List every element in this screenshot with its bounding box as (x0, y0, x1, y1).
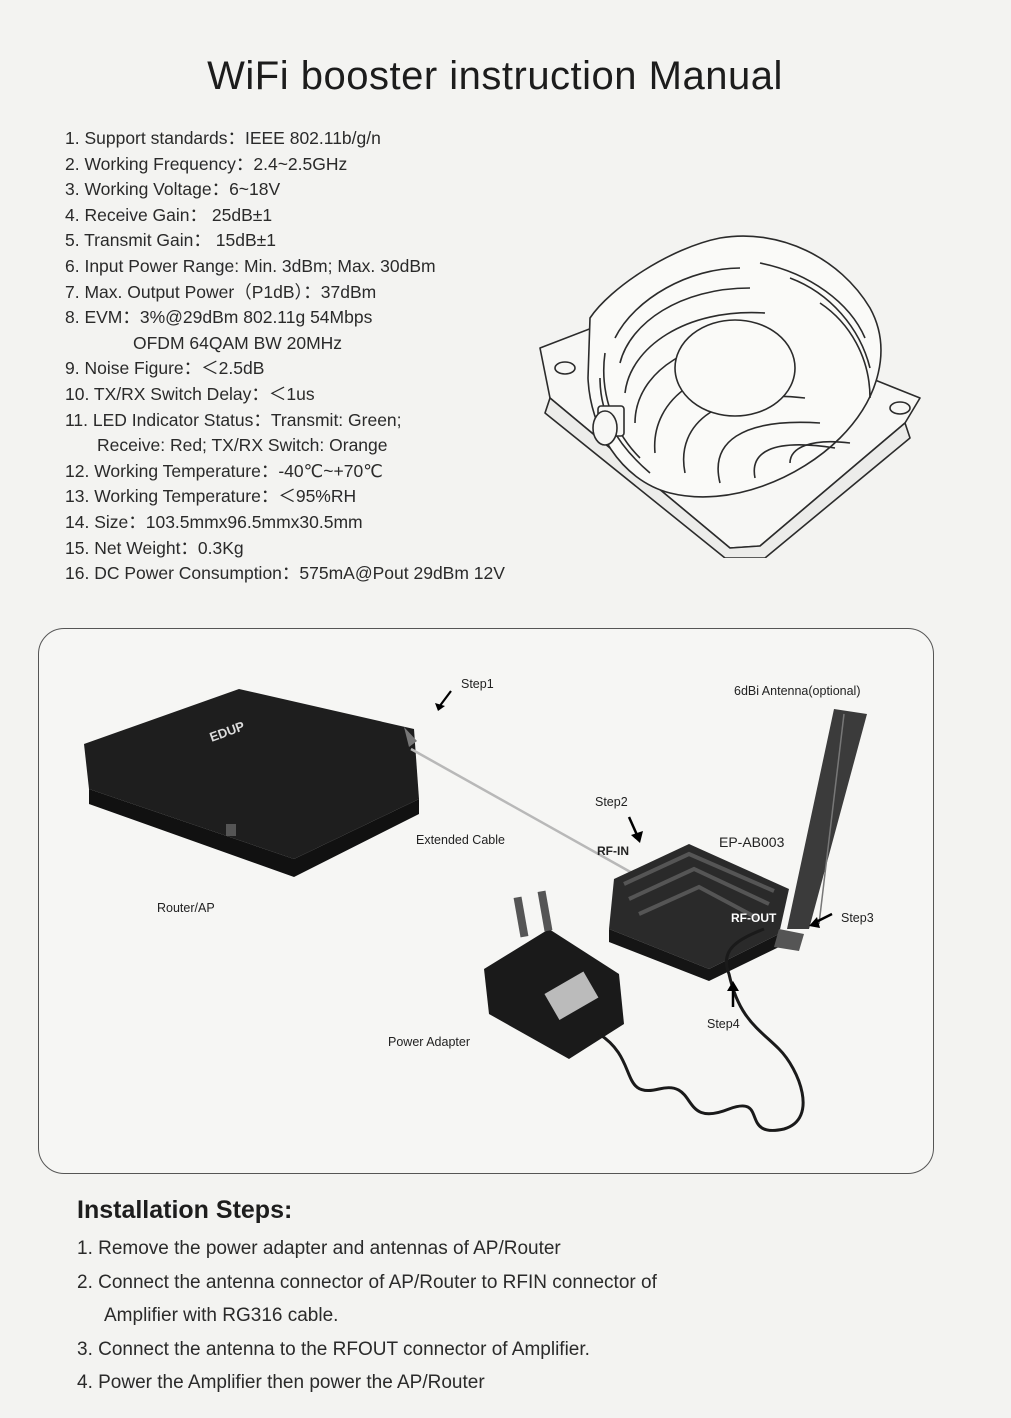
installation-title: Installation Steps: (77, 1196, 293, 1224)
installation-step: 4. Power the Amplifier then power the AP… (77, 1372, 485, 1393)
router-device (84, 689, 419, 877)
spec-item: 10. TX/RX Switch Delay：＜1us (65, 383, 315, 404)
spec-item: 13. Working Temperature：＜95%RH (65, 486, 357, 507)
spec-item-continued: Receive: Red; TX/RX Switch: Orange (97, 435, 388, 456)
power-adapter-device (484, 890, 624, 1059)
spec-item: 8. EVM：3%@29dBm 802.11g 54Mbps (65, 307, 373, 328)
heatsink-illustration (539, 235, 921, 558)
spec-item: 2. Working Frequency：2.4~2.5GHz (65, 153, 348, 174)
spec-list: 1. Support standards：IEEE 802.11b/g/n 2.… (65, 126, 505, 587)
step4-label: Step4 (707, 1017, 740, 1031)
model-label: EP-AB003 (719, 834, 785, 850)
power-adapter-label: Power Adapter (388, 1035, 470, 1049)
spec-item: 12. Working Temperature：-40℃~+70℃ (65, 460, 383, 481)
installation-diagram: Step1 6dBi Antenna(optional) Step2 Exten… (38, 628, 934, 1174)
spec-item-continued: OFDM 64QAM BW 20MHz (133, 332, 343, 353)
spec-item: 16. DC Power Consumption：575mA@Pout 29dB… (65, 563, 505, 584)
antenna-label: 6dBi Antenna(optional) (734, 684, 861, 698)
spec-item: 6. Input Power Range: Min. 3dBm; Max. 30… (65, 255, 436, 276)
installation-step: 2. Connect the antenna connector of AP/R… (77, 1271, 657, 1293)
rf-out-label: RF-OUT (731, 911, 777, 925)
spec-item: 5. Transmit Gain： 15dB±1 (65, 230, 276, 251)
spec-item: 7. Max. Output Power（P1dB）：37dBm (65, 281, 377, 302)
spec-item: 1. Support standards：IEEE 802.11b/g/n (65, 128, 381, 148)
spec-item: 14. Size：103.5mmx96.5mmx30.5mm (65, 511, 363, 532)
installation-step-continued: Amplifier with RG316 cable. (104, 1305, 339, 1326)
spec-item: 11. LED Indicator Status：Transmit: Green… (65, 409, 402, 430)
step1-label: Step1 (461, 677, 494, 691)
spec-item: 9. Noise Figure：＜2.5dB (65, 358, 265, 379)
extended-cable-label: Extended Cable (416, 833, 505, 847)
spec-item: 3. Working Voltage：6~18V (65, 179, 281, 200)
spec-item: 4. Receive Gain： 25dB±1 (65, 204, 273, 225)
installation-step: 1. Remove the power adapter and antennas… (77, 1238, 561, 1259)
page-title: WiFi booster instruction Manual (207, 54, 783, 98)
installation-step: 3. Connect the antenna to the RFOUT conn… (77, 1338, 590, 1360)
step3-label: Step3 (841, 911, 874, 925)
installation-drawing (84, 689, 867, 1132)
router-label: Router/AP (157, 901, 215, 915)
rf-in-label: RF-IN (597, 844, 629, 858)
step2-label: Step2 (595, 795, 628, 809)
installation-step-list: 1. Remove the power adapter and antennas… (77, 1232, 657, 1400)
spec-item: 15. Net Weight：0.3Kg (65, 537, 244, 558)
